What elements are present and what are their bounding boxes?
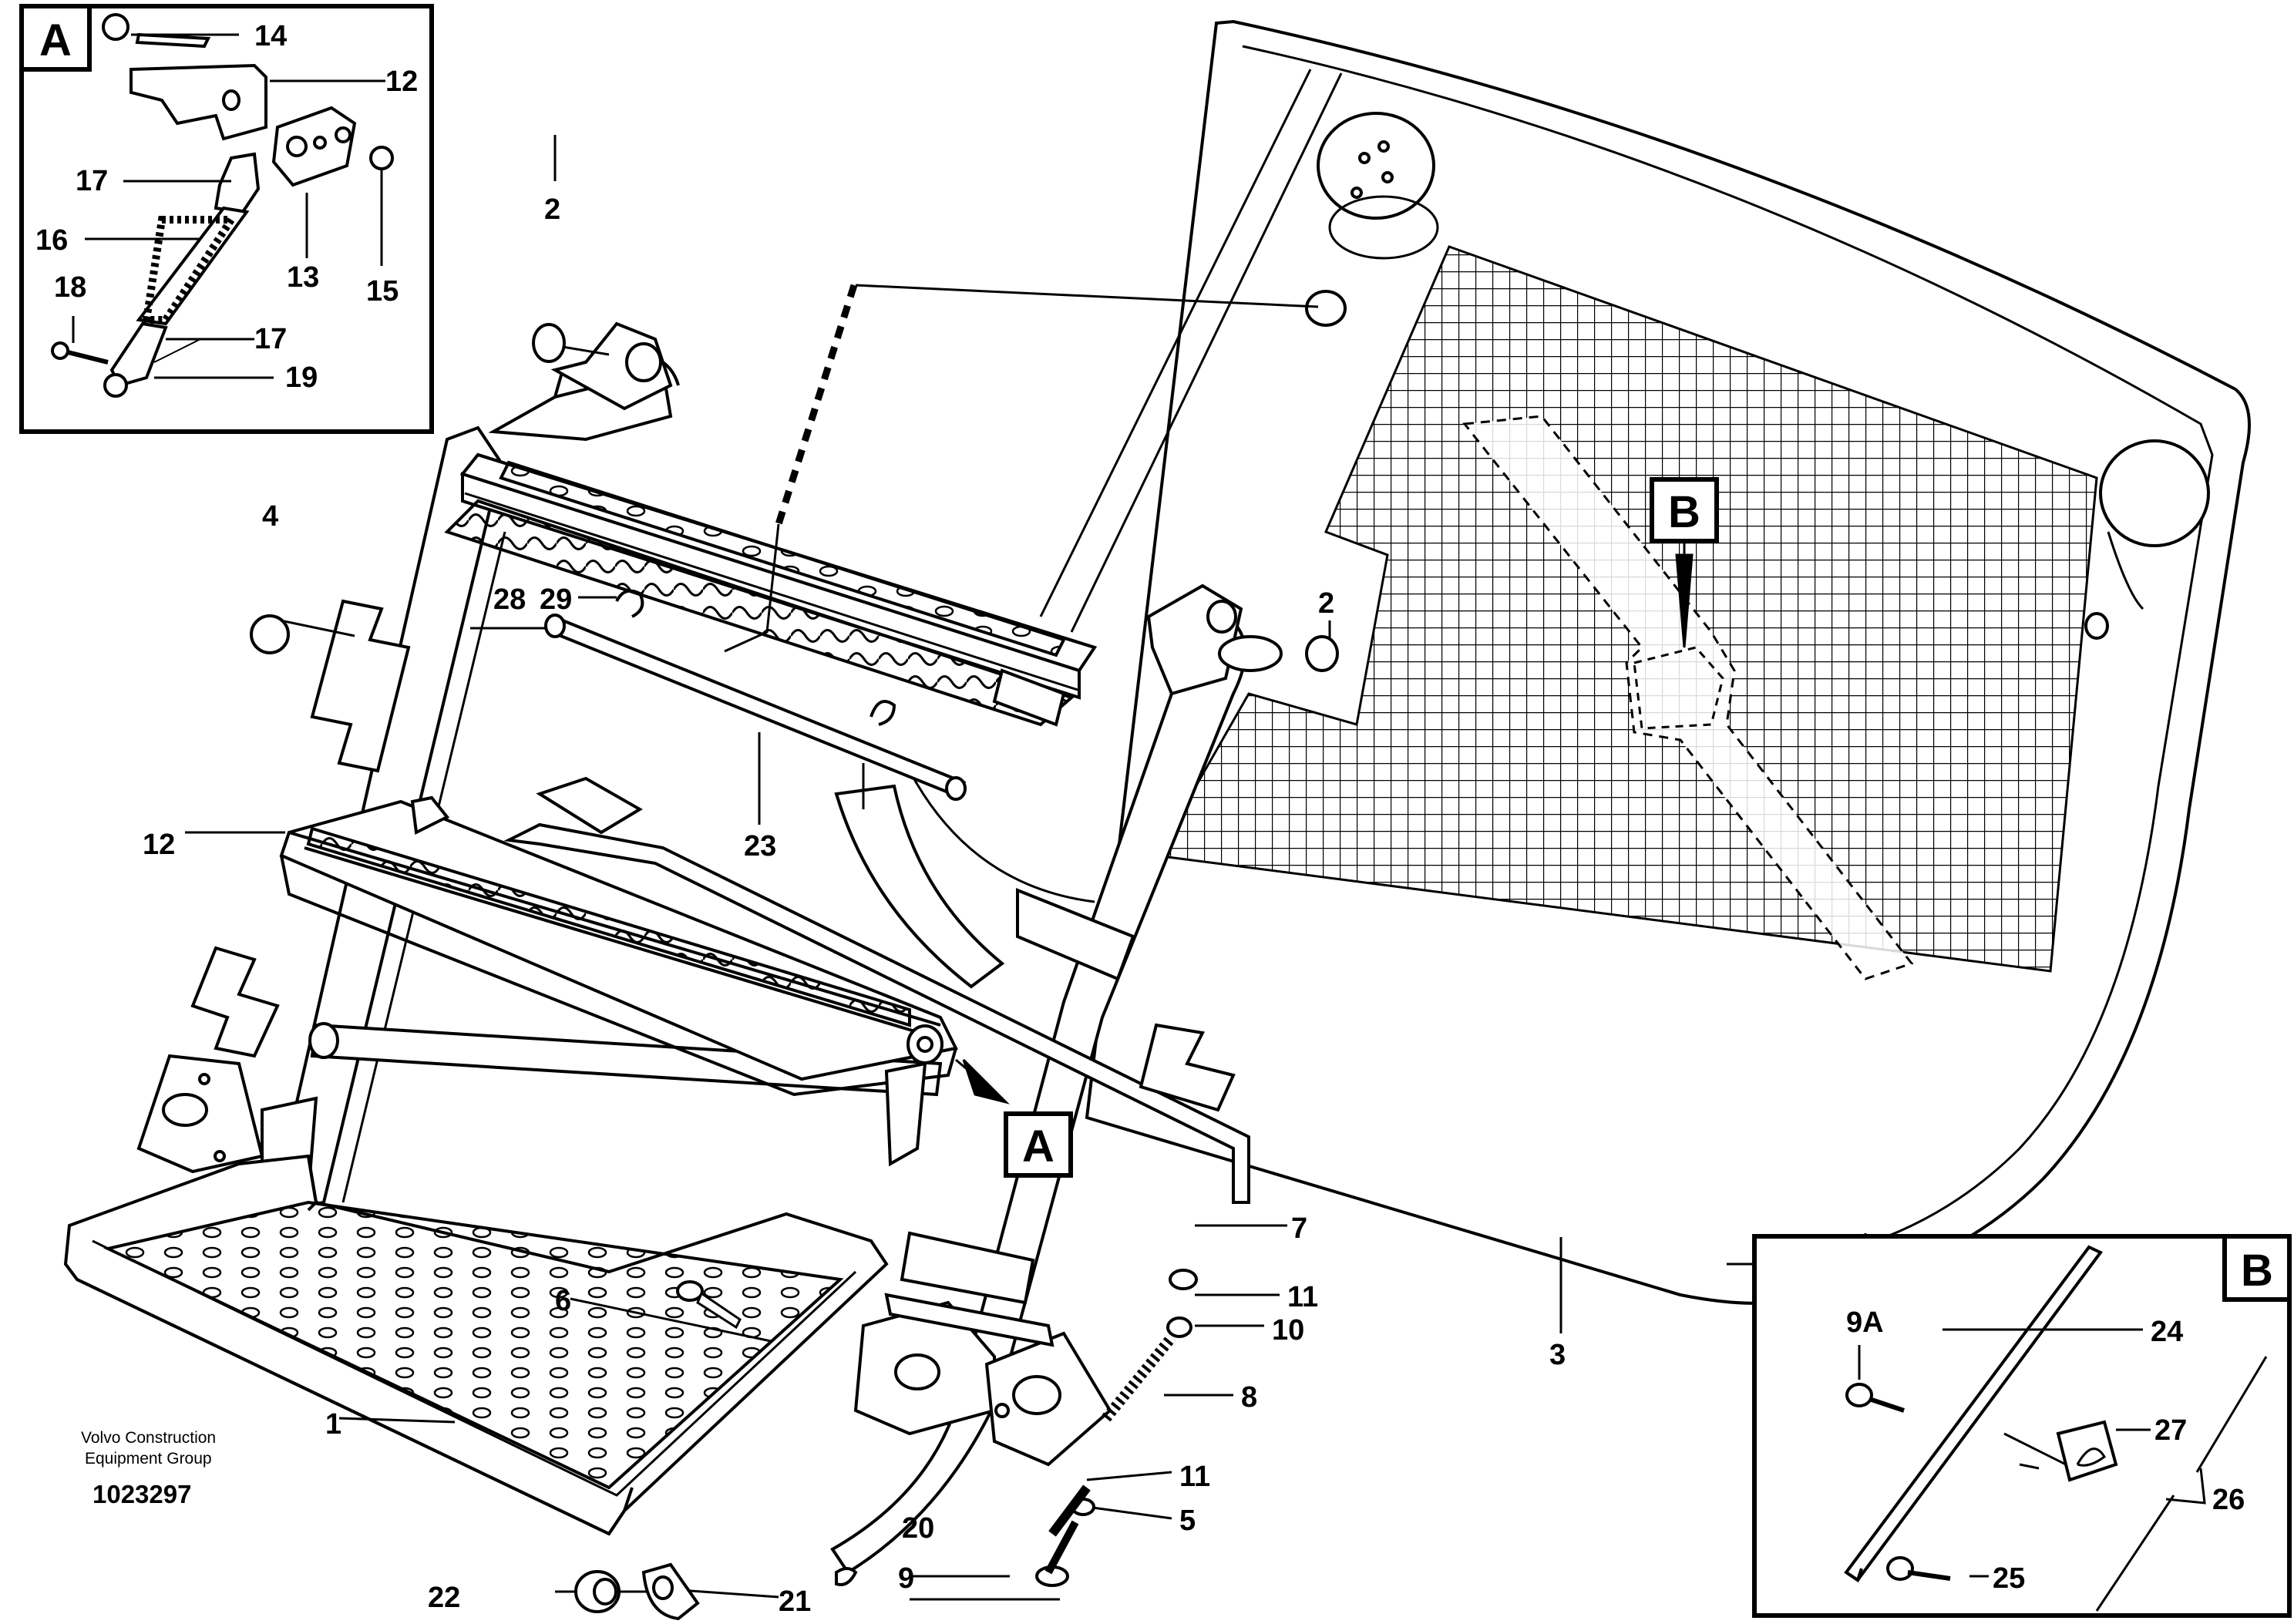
callout-11-lower: 11 [1179,1461,1210,1493]
callout-24: 24 [2151,1316,2183,1348]
callout-18: 18 [54,271,86,304]
callout-16: 16 [35,224,68,257]
document-number: 1023297 [92,1480,191,1508]
callout-17-upper: 17 [76,165,108,197]
callout-17-lower: 17 [254,323,287,355]
callout-2-upper: 2 [544,193,560,226]
detail-box-b-letter: B [2241,1246,2273,1296]
reference-b: B [1650,477,1719,543]
callout-11-upper: 11 [1287,1281,1318,1313]
callout-21: 21 [779,1585,811,1618]
callout-25: 25 [1993,1562,2025,1595]
footer: Volvo Construction Equipment Group 10232… [81,1429,216,1508]
callout-9a: 9A [1846,1306,1884,1339]
callout-22: 22 [428,1582,460,1614]
callout-26: 26 [2212,1484,2245,1516]
reference-a-letter: A [1022,1121,1054,1172]
callout-27: 27 [2154,1414,2187,1447]
callout-3: 3 [1549,1339,1566,1371]
callout-1: 1 [325,1408,341,1441]
detail-box-a-letter: A [39,15,72,66]
callout-14: 14 [254,20,287,52]
callout-2-right: 2 [1318,587,1334,620]
company-line-1: Volvo Construction [81,1429,216,1447]
detail-box-a: A [19,4,434,434]
callout-28: 28 [493,583,526,616]
callout-15: 15 [366,275,399,308]
callout-6: 6 [555,1285,571,1317]
callout-12: 12 [143,829,175,861]
callout-7: 7 [1291,1212,1307,1245]
callout-5: 5 [1179,1505,1196,1537]
company-line-2: Equipment Group [85,1450,212,1468]
bottom-step [63,1154,889,1536]
callout-23: 23 [744,830,776,862]
reference-a: A [1004,1111,1073,1178]
callouts: 14 12 17 16 13 15 18 17 19 2 4 28 29 12 … [35,20,2245,1618]
callout-10: 10 [1272,1314,1304,1347]
middle-step [279,795,958,1167]
reference-b-letter: B [1668,487,1700,537]
callout-9: 9 [898,1562,914,1595]
callout-19: 19 [285,361,318,394]
callout-29: 29 [540,583,572,616]
callout-20: 20 [902,1512,934,1545]
detail-box-b: B [1752,1234,2292,1618]
callout-4: 4 [262,500,278,533]
grille-assembly [1039,19,2251,1305]
callout-8: 8 [1241,1381,1257,1414]
callout-12-detail: 12 [385,66,418,98]
callout-13: 13 [287,261,319,294]
leader-lines [185,135,1694,1621]
